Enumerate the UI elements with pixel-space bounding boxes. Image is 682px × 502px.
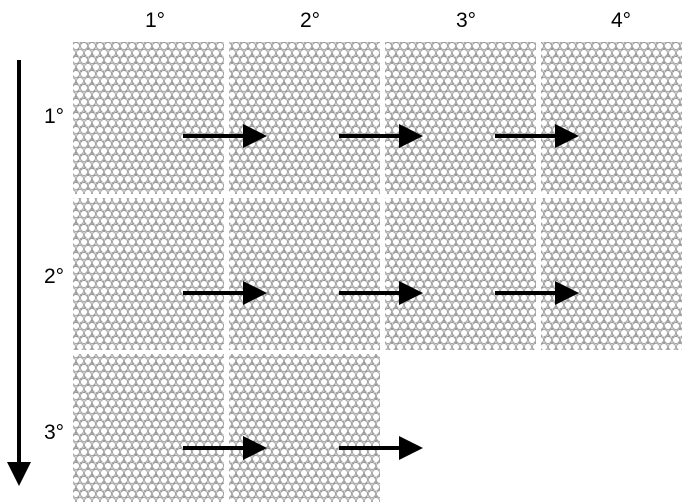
tile-row2-col3: [385, 198, 536, 350]
tile-row2-col2: [229, 198, 380, 350]
column-label-2: 2°: [299, 9, 321, 32]
column-label-3: 3°: [455, 9, 477, 32]
tile-row2-col4: [541, 198, 682, 350]
row-label-1: 1°: [44, 105, 65, 128]
tile-row1-col1: [73, 42, 224, 194]
column-label-1: 1°: [144, 9, 166, 32]
row-label-2: 2°: [44, 265, 65, 288]
tile-row3-col2: [229, 354, 380, 502]
tile-row3-col1: [73, 354, 224, 502]
tile-row1-col3: [385, 42, 536, 194]
column-label-4: 4°: [610, 9, 632, 32]
tile-row1-col2: [229, 42, 380, 194]
tile-row2-col1: [73, 198, 224, 350]
row-label-3: 3°: [44, 421, 65, 444]
tile-row1-col4: [541, 42, 682, 194]
